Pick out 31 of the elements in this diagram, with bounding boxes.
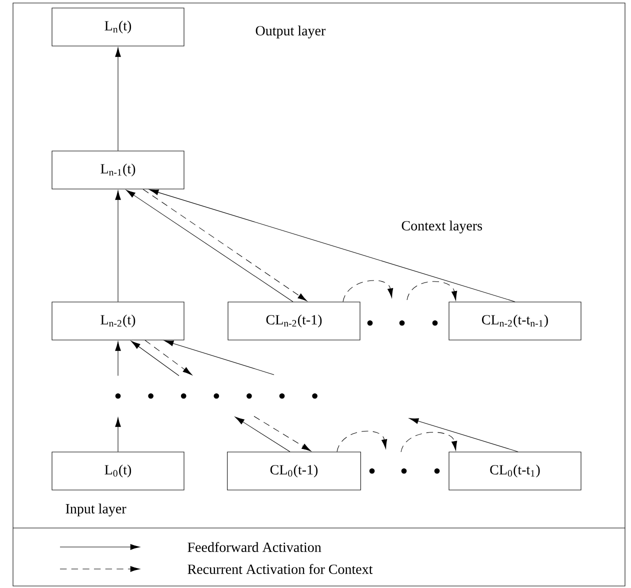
arrow (234, 416, 290, 452)
arrow (115, 341, 121, 376)
layer-box: CL$_{n-2}$(t-t$_{n-1}$) (448, 302, 582, 340)
arrow (115, 47, 121, 151)
arrow (149, 189, 516, 302)
layer-label: Context layers (402, 220, 482, 234)
legend-text: Recurrent Activation for Context (188, 564, 373, 574)
layer-box: L$_{n}$(t) (52, 8, 184, 46)
arrow (126, 190, 294, 302)
arrow (254, 416, 312, 452)
arrow (406, 281, 458, 301)
arrow (142, 189, 308, 302)
ellipsis-dots (115, 393, 318, 399)
legend-text: Feedforward Activation (188, 542, 322, 552)
arrow (115, 417, 121, 452)
arrow (130, 340, 180, 376)
arrow (336, 430, 388, 452)
layer-box: L$_{n-2}$(t) (52, 302, 184, 340)
layer-label: Input layer (66, 504, 126, 516)
arrow (342, 280, 394, 302)
arrow (400, 432, 458, 452)
layer-box: CL$_{0}$(t-1) (227, 452, 361, 490)
layer-box: L$_{0}$(t) (52, 452, 184, 490)
layer-label: Output layer (256, 26, 326, 38)
arrow (115, 190, 121, 302)
layer-box: CL$_{0}$(t-t$_{1}$) (448, 452, 582, 490)
arrow (144, 340, 192, 376)
layer-box: L$_{n-1}$(t) (52, 150, 184, 190)
arrow (164, 340, 274, 375)
layer-box: CL$_{n-2}$(t-1) (228, 302, 360, 340)
arrow (409, 418, 518, 452)
